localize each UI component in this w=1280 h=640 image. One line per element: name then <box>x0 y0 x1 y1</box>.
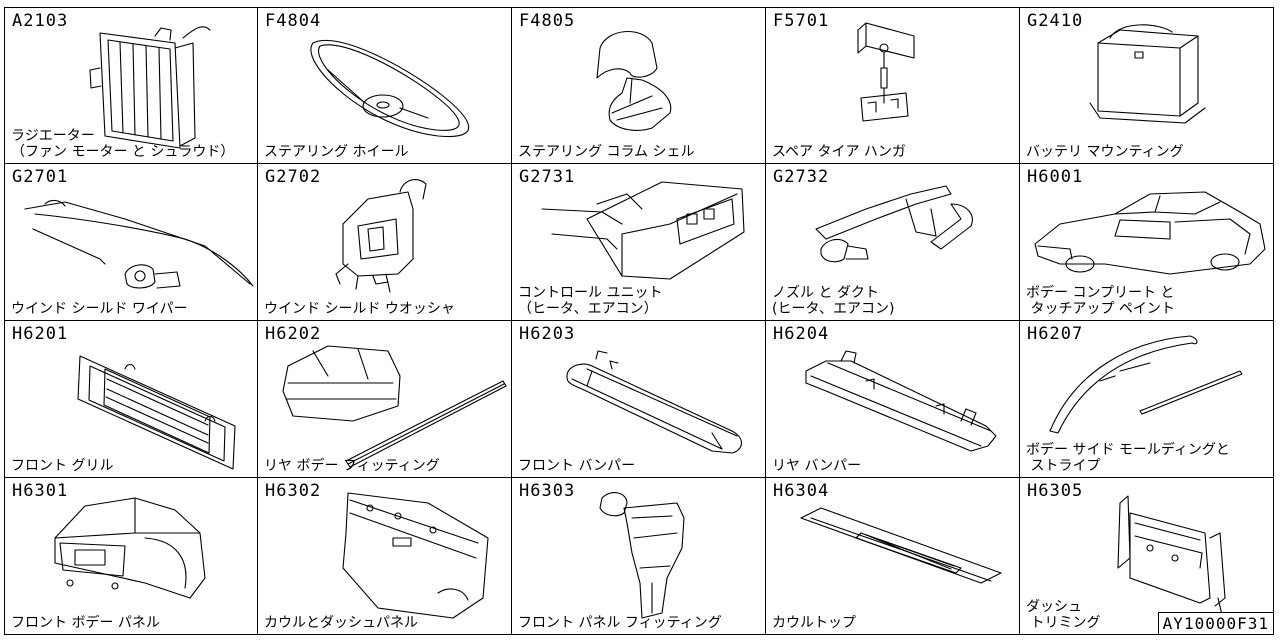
part-cell-h6207[interactable]: H6207 ボデー サイド モールディングと ストライプ <box>1020 321 1274 478</box>
rear-bumper-icon <box>805 350 997 452</box>
part-cell-g2732[interactable]: G2732 ノズル と ダクト (ヒータ、エアコン) <box>766 164 1020 321</box>
cowl-top-icon <box>800 507 1002 584</box>
part-label: フロント バンパー <box>518 458 636 474</box>
parts-catalog-grid: A2103 ラジエーター （ファン モーター と シュラウド） F4804 ステアリン… <box>4 7 1274 635</box>
part-cell-g2410[interactable]: G2410 バッテリ マウンティング <box>1020 7 1274 164</box>
part-code: G2731 <box>519 167 576 187</box>
part-label: ボデー サイド モールディングと ストライプ <box>1026 442 1230 474</box>
part-code: G2701 <box>12 167 69 187</box>
part-label: スペア タイア ハンガ <box>772 144 906 160</box>
part-code: H6304 <box>773 481 830 501</box>
part-label: バッテリ マウンティング <box>1026 144 1184 160</box>
part-code: H6302 <box>265 481 322 501</box>
part-cell-h6305[interactable]: H6305 ダッシュ トリミング <box>1020 478 1274 635</box>
part-code: G2702 <box>265 167 322 187</box>
part-code: H6204 <box>773 324 830 344</box>
front-bumper-icon <box>566 350 742 454</box>
part-code: H6303 <box>519 481 576 501</box>
control-unit-icon <box>541 181 745 280</box>
part-code: G2410 <box>1027 11 1084 31</box>
part-code: H6305 <box>1027 481 1084 501</box>
car-body-icon <box>1034 191 1266 275</box>
part-label: ウインド シールド ワイパー <box>11 301 188 317</box>
part-code: H6203 <box>519 324 576 344</box>
part-cell-h6204[interactable]: H6204 リヤ バンパー <box>766 321 1020 478</box>
part-label: ウインド シールド ウオッシャ <box>264 301 455 317</box>
cowl-dash-icon <box>342 492 489 619</box>
part-code: F4804 <box>265 11 322 31</box>
part-code: H6001 <box>1027 167 1084 187</box>
part-cell-h6304[interactable]: H6304 カウルトップ <box>766 478 1020 635</box>
part-cell-g2731[interactable]: G2731 コントロール ユニット （ヒータ、エアコン） <box>512 164 766 321</box>
battery-icon <box>1089 24 1206 124</box>
dash-trim-icon <box>1117 495 1226 629</box>
part-label: フロント ボデー パネル <box>11 615 160 631</box>
part-label: フロント グリル <box>11 458 114 474</box>
part-code: H6201 <box>12 324 69 344</box>
part-code: F4805 <box>519 11 576 31</box>
radiator-icon <box>89 26 211 149</box>
panel-fitting-icon <box>599 492 685 619</box>
part-code: F5701 <box>773 11 830 31</box>
part-label: コントロール ユニット （ヒータ、エアコン） <box>518 285 663 317</box>
part-cell-g2701[interactable]: G2701 ウインド シールド ワイパー <box>4 164 258 321</box>
washer-tank-icon <box>335 179 427 293</box>
part-cell-h6302[interactable]: H6302 カウルとダッシュパネル <box>258 478 512 635</box>
part-cell-h6301[interactable]: H6301 フロント ボデー パネル <box>4 478 258 635</box>
wiper-icon <box>24 199 254 289</box>
column-shell-icon <box>596 30 672 131</box>
part-cell-f4804[interactable]: F4804 ステアリング ホイール <box>258 7 512 164</box>
part-label: ステアリング コラム シェル <box>518 144 695 160</box>
part-label: フロント パネル フィッティング <box>518 615 722 631</box>
part-label: ラジエーター （ファン モーター と シュラウド） <box>11 128 235 160</box>
grille-icon <box>77 355 236 470</box>
duct-icon <box>815 185 973 263</box>
part-label: リヤ バンパー <box>772 458 862 474</box>
part-cell-h6201[interactable]: H6201 フロント グリル <box>4 321 258 478</box>
part-label: カウルとダッシュパネル <box>264 615 418 631</box>
part-label: リヤ ボデー フィッティング <box>264 458 440 474</box>
front-panel-icon <box>54 497 206 599</box>
part-cell-h6202[interactable]: H6202 リヤ ボデー フィッティング <box>258 321 512 478</box>
part-label: ステアリング ホイール <box>264 144 409 160</box>
steering-wheel-icon <box>310 39 470 138</box>
part-cell-f4805[interactable]: F4805 ステアリング コラム シェル <box>512 7 766 164</box>
part-code: A2103 <box>12 11 69 31</box>
part-cell-g2702[interactable]: G2702 ウインド シールド ウオッシャ <box>258 164 512 321</box>
part-cell-h6203[interactable]: H6203 フロント バンパー <box>512 321 766 478</box>
part-label: ノズル と ダクト (ヒータ、エアコン) <box>772 285 895 317</box>
diagram-reference-code: AY10000F31 <box>1157 612 1274 635</box>
part-cell-h6001[interactable]: H6001 ボデー コンプリート と タッチアップ ペイント <box>1020 164 1274 321</box>
part-code: G2732 <box>773 167 830 187</box>
part-label: ダッシュ トリミング <box>1026 599 1101 631</box>
part-code: H6207 <box>1027 324 1084 344</box>
part-cell-h6303[interactable]: H6303 フロント パネル フィッティング <box>512 478 766 635</box>
part-code: H6301 <box>12 481 69 501</box>
part-code: H6202 <box>265 324 322 344</box>
rear-body-icon <box>282 345 507 468</box>
part-label: ボデー コンプリート と タッチアップ ペイント <box>1026 285 1175 317</box>
molding-icon <box>1049 335 1243 434</box>
part-label: カウルトップ <box>772 615 856 631</box>
part-cell-f5701[interactable]: F5701 スペア タイア ハンガ <box>766 7 1020 164</box>
tire-hanger-icon <box>857 22 915 122</box>
part-cell-a2103[interactable]: A2103 ラジエーター （ファン モーター と シュラウド） <box>4 7 258 164</box>
